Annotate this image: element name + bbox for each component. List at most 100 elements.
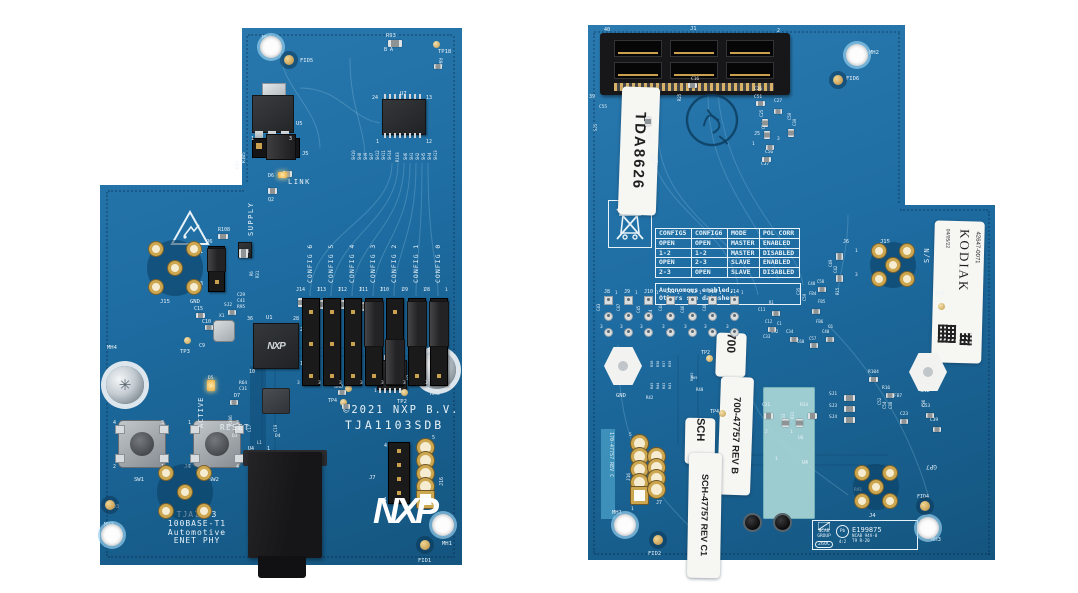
silk-label: 1 [251, 136, 255, 142]
table-cell: DISABLED [758, 267, 801, 279]
cert-group2: GROUP [817, 533, 831, 539]
pb-free-icon: Pb [836, 525, 850, 539]
cert-ratio: 4:2 [838, 539, 847, 545]
table-cell: OPEN [655, 237, 692, 249]
smd-component [283, 171, 292, 177]
smd-component [886, 393, 894, 398]
header-pin [415, 374, 419, 378]
silk-label: J15 [160, 299, 170, 305]
silk-label: C57 [809, 336, 817, 341]
table-cell: OPEN [655, 257, 692, 269]
silk-label: C19 [273, 424, 278, 432]
silk-label: SH6 [403, 152, 408, 160]
exposed-pad-area [763, 387, 815, 519]
jumper-pad [708, 296, 717, 305]
voltage-regulator-u5 [252, 95, 294, 133]
silk-label: R45 [650, 382, 654, 389]
sticker-kodiak-date: 04/05/22 [944, 228, 951, 249]
smd-component [768, 327, 776, 332]
pushbutton-sw2 [190, 420, 244, 468]
silk-label: FID2 [648, 551, 662, 557]
test-point [339, 398, 347, 406]
silk-label: R42 [646, 395, 654, 400]
smd-component [688, 83, 697, 88]
silk-label: C11 [758, 307, 766, 312]
config-label: CONFIG 0 [434, 243, 442, 283]
silk-label: C48 [808, 281, 816, 286]
silk-label: 1 [677, 290, 680, 295]
smd-component [836, 275, 843, 282]
silk-label: 3 [600, 325, 603, 330]
config-pin1-label: 1 [338, 288, 341, 293]
plated-hole [149, 242, 163, 256]
silk-label: 1 [430, 501, 434, 507]
ncab-logo-icon [818, 522, 831, 531]
plated-hole [197, 466, 211, 480]
table-cell: SLAVE [727, 267, 760, 279]
sticker-tda8626: TDA8626 [617, 86, 661, 216]
jumper-pad [624, 328, 633, 337]
silk-label: R64 [239, 381, 248, 386]
config-label: CONFIG 6 [306, 243, 314, 283]
fiducial [833, 75, 843, 85]
table-cell: 1-2 [655, 247, 692, 259]
ic-u7 [382, 99, 426, 135]
silk-label: R41 [668, 382, 672, 389]
header-pin [309, 342, 313, 346]
sticker-kodiak-number: 42647-0071 [973, 231, 981, 264]
silk-label: C15 [194, 306, 204, 312]
silk-label: R16 [882, 386, 891, 391]
table-cell: ENABLED [758, 237, 801, 249]
silk-label: GND [190, 299, 200, 305]
silk-label: 1 [631, 507, 634, 512]
silk-label: J12 [688, 289, 698, 295]
smd-component [844, 395, 855, 401]
table-header-cell: CONFIG6 [691, 228, 728, 239]
j16-hole-pin1 [417, 491, 434, 508]
torx-screw: ✳ [106, 366, 144, 404]
plated-hole [178, 485, 192, 499]
plated-hole [883, 494, 897, 508]
smd-component [228, 310, 236, 315]
plated-hole [900, 272, 914, 286]
table-header-cell: CONFIG5 [655, 228, 692, 239]
header-pin [309, 310, 313, 314]
mount-hole [846, 44, 868, 66]
led [207, 380, 215, 391]
silk-label: J5 [302, 151, 309, 157]
silk-label: LINK [288, 178, 311, 186]
silk-label: R36 [656, 360, 660, 367]
silk-label: D6 [268, 173, 275, 179]
smd-component [434, 64, 442, 69]
silk-label: R35 [236, 160, 241, 169]
smd-component [812, 309, 820, 314]
silk-label: R10 [654, 157, 659, 165]
smd-component [774, 109, 782, 114]
jumper-pad [624, 296, 633, 305]
jumper-pad [604, 312, 613, 321]
silk-label: GND [334, 384, 344, 390]
silk-label: C44 [658, 303, 663, 311]
silk-label: 1 [384, 497, 388, 503]
silk-label: 39 [589, 94, 596, 100]
test-point [705, 354, 713, 362]
silk-label: GND [920, 388, 930, 394]
rivet [745, 515, 760, 530]
sw1-plunger [130, 432, 154, 456]
certification-block: NCAB GROUP 260C Pb 4:2 E199875 NCAB 94V-… [812, 520, 918, 550]
config-header-label: J13 [317, 287, 327, 293]
silk-label: C53 [922, 404, 931, 409]
silk-label: C48 [702, 303, 707, 311]
smd-component [218, 234, 228, 239]
smd-component [268, 188, 277, 194]
smd-component [844, 417, 855, 423]
silk-label: FB5 [818, 299, 826, 304]
silk-label: GP7 [926, 463, 937, 470]
ic-u7-pins-bottom [384, 133, 422, 138]
silk-label: RESET [220, 423, 251, 432]
led [278, 172, 287, 178]
board-name-silk: TJA1103SDB [345, 418, 445, 432]
silk-label: SW2 [209, 477, 219, 483]
